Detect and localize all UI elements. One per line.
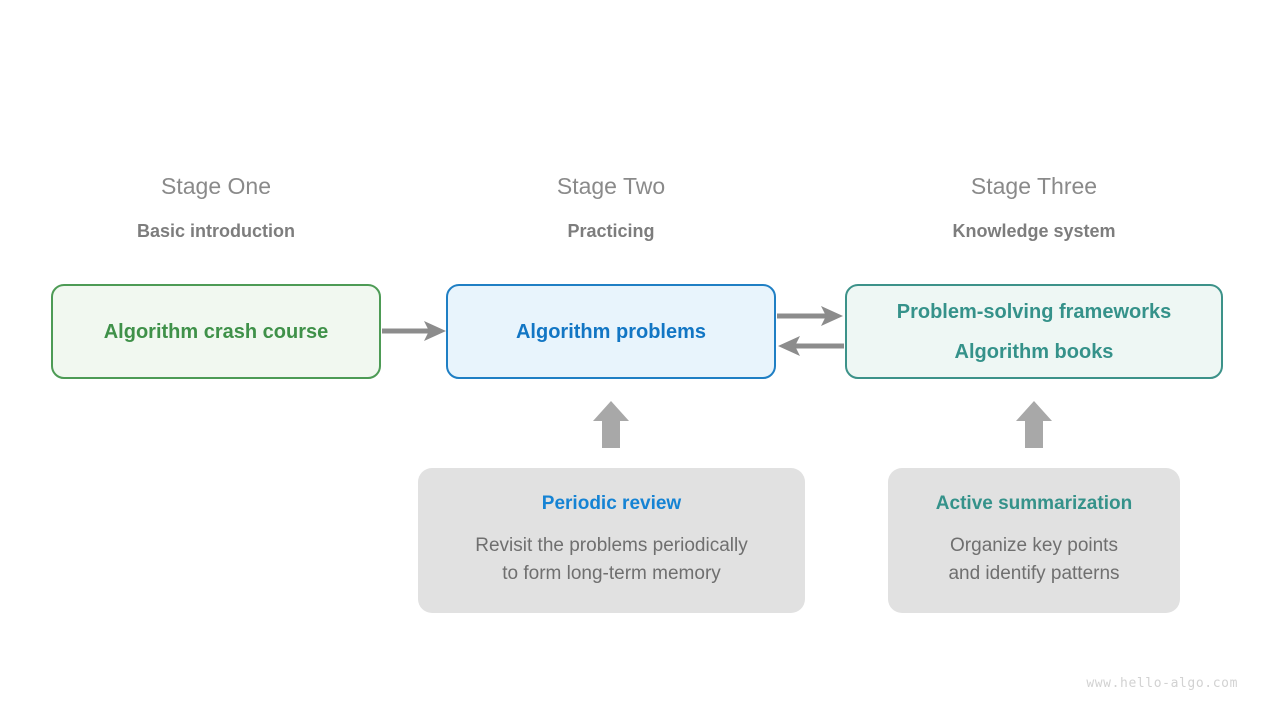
note-card-active-summarization[interactable]: Active summarization Organize key points… — [888, 468, 1180, 613]
note-card-periodic-review[interactable]: Periodic review Revisit the problems per… — [418, 468, 805, 613]
stage-three-box-line-2: Algorithm books — [954, 340, 1114, 363]
note-periodic-review-title: Periodic review — [541, 492, 682, 514]
arrow-active-summarization-to-stage-three — [1016, 401, 1052, 448]
arrow-stage-three-to-stage-two — [778, 336, 844, 356]
stage-one-subtitle: Basic introduction — [136, 221, 295, 241]
arrow-stage-one-to-stage-two — [382, 321, 446, 341]
arrow-periodic-review-to-stage-two — [593, 401, 629, 448]
stage-three-subtitle: Knowledge system — [952, 221, 1116, 241]
stage-three-box[interactable]: Problem-solving frameworks Algorithm boo… — [845, 284, 1223, 379]
stage-one-box-line-1: Algorithm crash course — [103, 320, 329, 343]
watermark-url: www.hello-algo.com — [1086, 676, 1238, 691]
note-periodic-review-body: Revisit the problems periodically to for… — [475, 534, 748, 584]
stage-three-box-line-1: Problem-solving frameworks — [896, 300, 1172, 323]
stage-three-title: Stage Three — [970, 173, 1098, 199]
arrow-stage-two-to-stage-three — [777, 306, 843, 326]
stage-two-box-line-1: Algorithm problems — [515, 320, 706, 343]
stage-heading-three: Stage Three Knowledge system — [845, 173, 1223, 241]
stage-two-subtitle: Practicing — [567, 221, 655, 241]
stage-one-title: Stage One — [161, 173, 271, 199]
stage-two-title: Stage Two — [556, 173, 666, 199]
note-active-summarization-body: Organize key points and identify pattern… — [948, 534, 1120, 584]
stage-heading-two: Stage Two Practicing — [446, 173, 776, 241]
note-active-summarization-title: Active summarization — [935, 492, 1133, 514]
stage-heading-one: Stage One Basic introduction — [51, 173, 381, 241]
stage-one-box[interactable]: Algorithm crash course — [51, 284, 381, 379]
stage-two-box[interactable]: Algorithm problems — [446, 284, 776, 379]
